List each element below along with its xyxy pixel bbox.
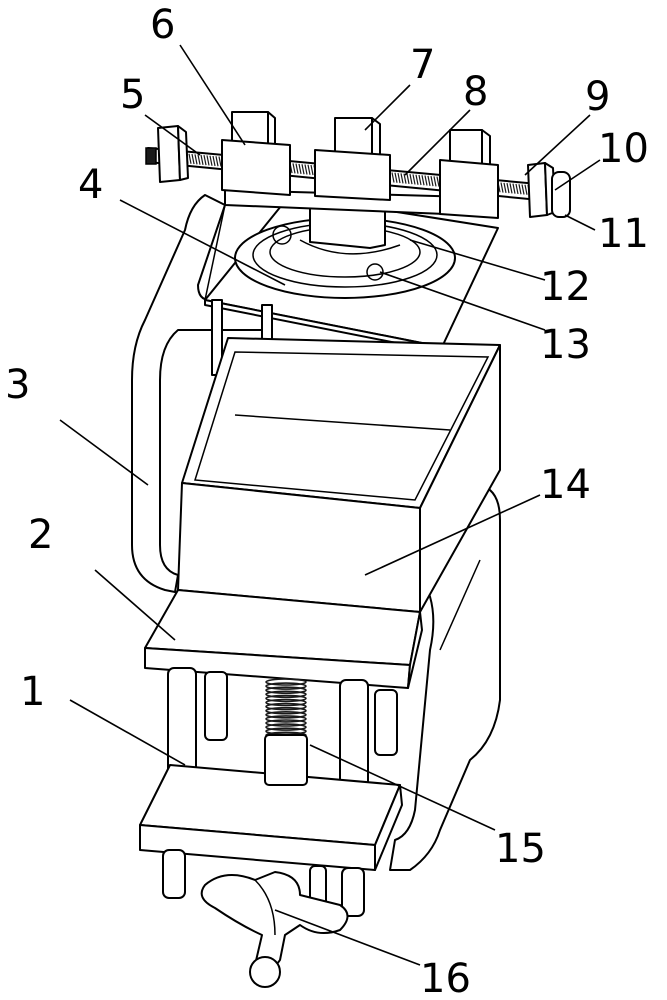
label-13: 13	[540, 322, 591, 368]
spring-coil	[265, 719, 307, 727]
thread-mark	[298, 163, 302, 175]
label-5: 5	[120, 72, 145, 118]
thread-mark	[509, 183, 513, 194]
spring-coil	[265, 686, 307, 695]
spring-coil	[265, 698, 307, 707]
leader-lines	[59, 44, 601, 966]
thread-mark	[218, 156, 222, 167]
leader-14	[364, 494, 541, 576]
thread-mark	[524, 184, 528, 195]
thread-mark	[430, 175, 434, 187]
clamp-rail	[145, 111, 571, 249]
thread-mark	[209, 155, 213, 166]
label-8: 8	[463, 69, 488, 115]
label-4: 4	[78, 162, 103, 208]
thread-mark	[397, 172, 401, 184]
thread-mark	[424, 175, 428, 186]
number-labels: 1 2 3 4 5 6 7 8 9 10 11 12 13 14 15 16	[5, 2, 649, 1000]
leader-2	[94, 569, 176, 641]
thread-mark	[421, 175, 425, 186]
thread-mark	[191, 153, 195, 165]
spring-coil	[265, 710, 307, 719]
thread-mark	[506, 182, 510, 194]
leader-6	[179, 44, 246, 146]
top-plate	[204, 194, 499, 353]
spring-coil	[265, 682, 307, 690]
label-7: 7	[410, 42, 435, 88]
leader-11	[564, 214, 596, 231]
label-6: 6	[150, 2, 175, 48]
thread-mark	[436, 176, 440, 187]
spring-coil	[265, 706, 307, 715]
spring-coil	[265, 715, 307, 723]
leader-5	[144, 114, 201, 156]
leader-3	[59, 419, 149, 486]
label-9: 9	[585, 74, 610, 120]
box-container	[177, 337, 501, 613]
thread-mark	[215, 156, 219, 167]
leader-12	[409, 239, 546, 281]
thread-mark	[206, 155, 210, 166]
leader-10	[554, 159, 601, 191]
thread-mark	[200, 154, 204, 166]
leader-1	[69, 699, 186, 766]
thread-mark	[512, 183, 516, 194]
label-3: 3	[5, 362, 30, 408]
thread-mark	[391, 172, 395, 183]
thread-mark	[307, 164, 311, 175]
thread-mark	[433, 176, 437, 187]
leader-9	[524, 114, 591, 176]
spring-coil	[265, 694, 307, 703]
label-12: 12	[540, 264, 591, 310]
leader-8	[404, 109, 471, 176]
leader-13	[379, 271, 546, 331]
label-1: 1	[20, 669, 45, 715]
thread-mark	[427, 175, 431, 186]
thread-mark	[203, 155, 207, 166]
label-16: 16	[420, 956, 471, 1000]
label-15: 15	[495, 826, 546, 872]
leader-16	[274, 909, 421, 966]
thread-mark	[403, 173, 407, 184]
thread-mark	[301, 164, 305, 175]
thread-mark	[406, 173, 410, 185]
thread-mark	[400, 173, 404, 184]
thread-mark	[415, 174, 419, 185]
leader-4	[119, 199, 286, 286]
spring-coil	[265, 702, 307, 711]
thread-mark	[188, 153, 192, 164]
thread-mark	[418, 174, 422, 186]
spring-coil	[265, 678, 307, 686]
thread-mark	[412, 174, 416, 185]
thread-mark	[521, 184, 525, 195]
spring-coil	[265, 690, 307, 699]
thread-mark	[197, 154, 201, 165]
thread-mark	[310, 164, 314, 176]
leader-15	[309, 744, 496, 831]
thread-mark	[518, 184, 522, 195]
thread-mark	[194, 154, 198, 165]
base-plate	[139, 734, 403, 871]
label-14: 14	[540, 462, 591, 508]
leader-7	[364, 84, 411, 131]
label-2: 2	[28, 512, 53, 558]
thread-mark	[409, 174, 413, 185]
label-10: 10	[598, 126, 649, 172]
lift-platform	[144, 589, 423, 689]
thread-mark	[503, 182, 507, 193]
thread-mark	[500, 182, 504, 193]
thread-mark	[295, 163, 299, 174]
label-11: 11	[598, 211, 649, 257]
spring-coil	[265, 723, 307, 731]
thread-mark	[515, 183, 519, 195]
thread-mark	[292, 163, 296, 174]
lower-assembly	[162, 849, 365, 988]
thread-mark	[212, 155, 216, 167]
thread-mark	[394, 172, 398, 183]
thread-mark	[304, 164, 308, 175]
